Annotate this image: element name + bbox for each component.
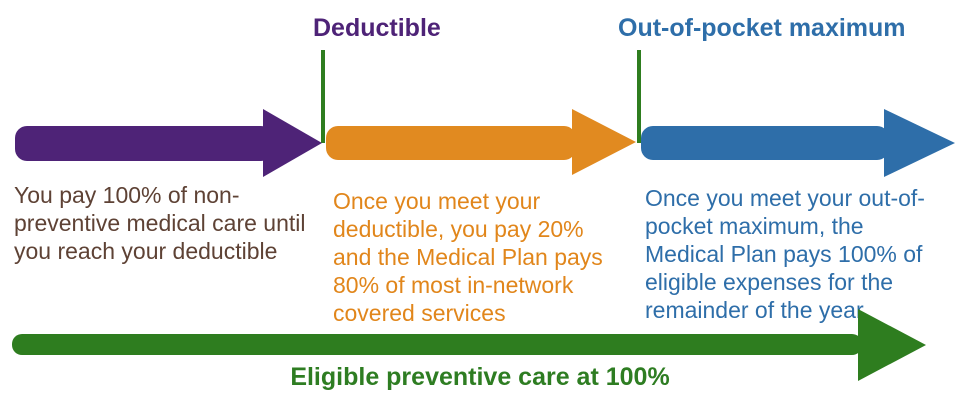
preventive-care-arrow-head <box>858 309 926 381</box>
deductible-tick-mark <box>321 50 325 143</box>
out-of-pocket-maximum-milestone-label: Out-of-pocket maximum <box>618 14 906 42</box>
phase3-arrow-head <box>884 109 955 177</box>
phase2-description: Once you meet your deductible, you pay 2… <box>333 188 603 326</box>
phase1-description: You pay 100% of non- preventive medical … <box>14 182 306 264</box>
out-of-pocket-maximum-tick-mark <box>637 50 641 143</box>
phase1-arrow-shaft <box>15 126 273 161</box>
preventive-care-label: Eligible preventive care at 100% <box>290 363 670 391</box>
phase3-description: Once you meet your out-of- pocket maximu… <box>645 185 925 323</box>
preventive-care-arrow-shaft <box>12 334 862 355</box>
phase3-arrow-shaft <box>641 126 889 160</box>
phase1-arrow-head <box>263 109 322 177</box>
phase2-arrow-shaft <box>326 126 576 160</box>
deductible-milestone-label: Deductible <box>313 14 441 42</box>
phase2-arrow-head <box>572 109 636 175</box>
